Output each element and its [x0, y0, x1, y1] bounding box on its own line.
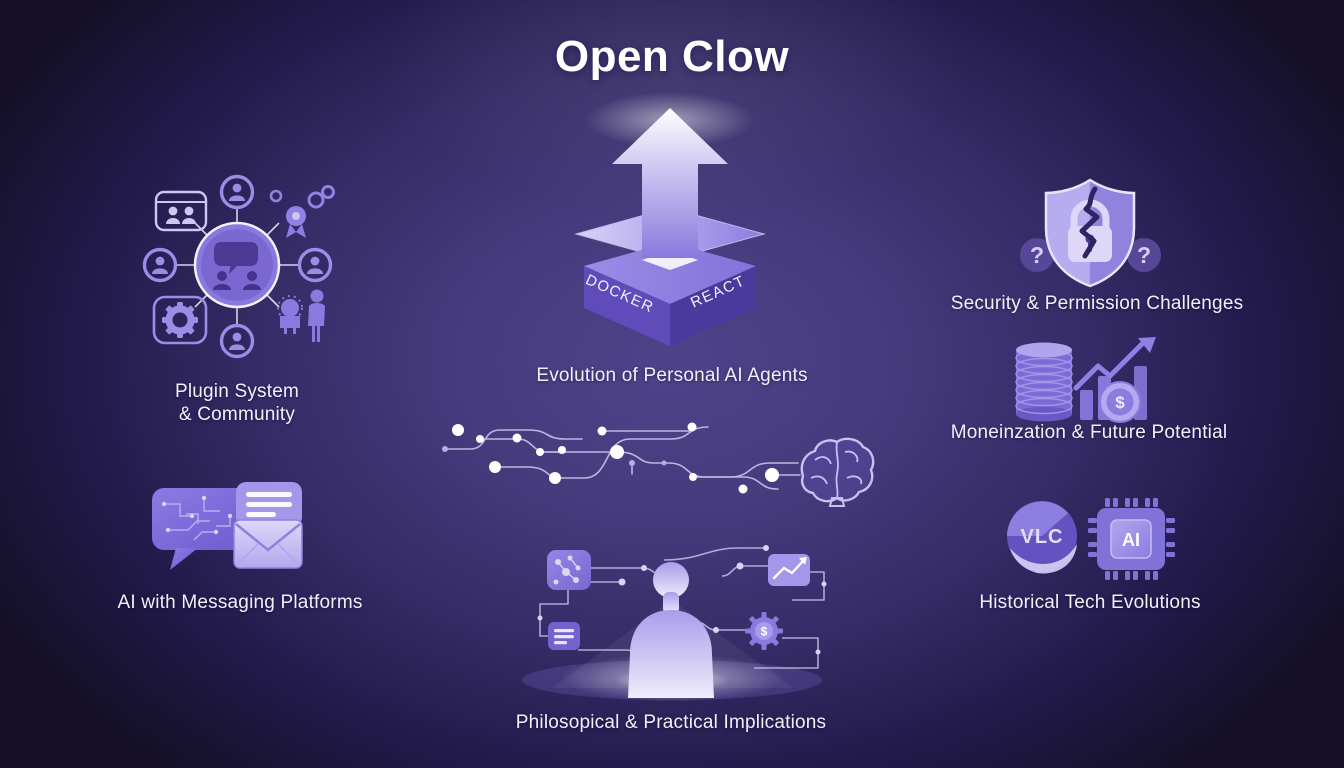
monetization-label: Moneinzation & Future Potential	[950, 422, 1228, 443]
people-figures-icon	[277, 289, 325, 342]
page-title: Open Clow	[554, 32, 790, 81]
molecule-card-icon	[547, 550, 591, 590]
question-mark-left: ?	[1020, 238, 1054, 272]
users-window-icon	[154, 190, 208, 232]
growth-arrow-icon	[1073, 337, 1156, 391]
chat-circuit-icon	[146, 478, 308, 574]
svg-text:$: $	[1115, 393, 1125, 412]
community-network-icon	[120, 166, 352, 368]
historical-icons: VLC AI	[1002, 496, 1182, 584]
shield-lock-icon: ? ?	[1018, 176, 1168, 294]
gear-icon	[152, 295, 208, 345]
gear-dollar-icon: $	[745, 612, 783, 650]
human-network-icon: $	[504, 538, 840, 708]
plugin-system-label: Plugin System & Community	[174, 381, 300, 425]
user-node-icon	[142, 174, 333, 359]
ai-chip-icon: AI	[1088, 498, 1175, 580]
hub-users-icon	[193, 221, 281, 309]
svg-text:$: $	[761, 625, 768, 639]
coin-stack-icon	[1015, 342, 1073, 422]
dollar-badge-icon: $	[1099, 381, 1141, 423]
chart-card-icon	[768, 554, 810, 586]
svg-text:AI: AI	[1122, 530, 1140, 550]
question-mark-right: ?	[1127, 238, 1161, 272]
evolution-label: Evolution of Personal AI Agents	[536, 365, 808, 386]
cracked-lock-icon	[1068, 186, 1112, 262]
upgrade-platform-icon: DOCKER REACT	[548, 92, 792, 350]
circuit-brain-icon	[432, 416, 884, 516]
notes-card-icon	[548, 622, 580, 650]
svg-text:?: ?	[1137, 242, 1151, 268]
svg-text:?: ?	[1030, 242, 1044, 268]
envelope-icon	[233, 519, 303, 569]
philosophical-label: Philosopical & Practical Implications	[515, 712, 827, 733]
messaging-label: AI with Messaging Platforms	[117, 592, 363, 613]
svg-text:VLC: VLC	[1021, 526, 1064, 548]
award-badge-icon	[269, 185, 335, 238]
security-label: Security & Permission Challenges	[950, 293, 1244, 314]
coins-growth-icon: $	[1004, 336, 1172, 428]
human-silhouette	[628, 562, 714, 698]
vlc-icon: VLC	[1007, 501, 1077, 574]
historical-label: Historical Tech Evolutions	[979, 592, 1201, 613]
brain-icon	[800, 437, 875, 507]
